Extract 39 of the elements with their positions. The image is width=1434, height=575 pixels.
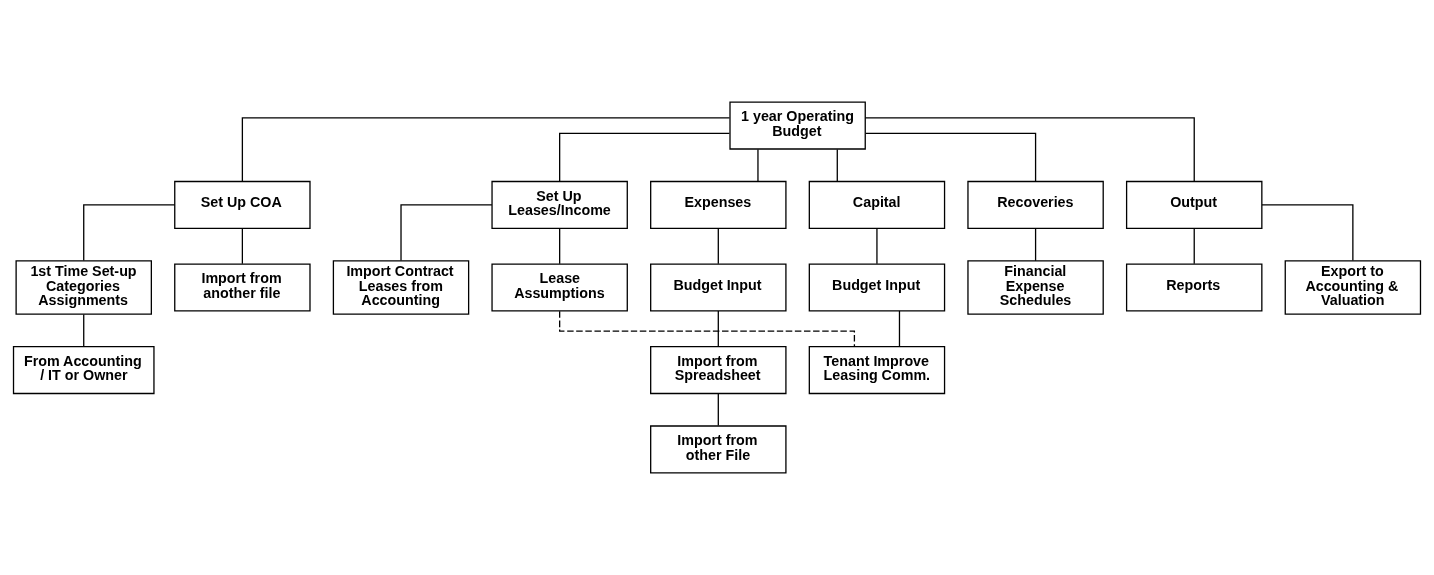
- connector: [83, 313, 85, 348]
- node-box: Output: [1125, 180, 1263, 229]
- node-box: Set Up COA: [174, 180, 311, 229]
- connector: [83, 204, 176, 262]
- node-box: 1st Time Set-up Categories Assignments: [15, 260, 152, 315]
- node-box: Reports: [1125, 263, 1263, 312]
- node-box: Tenant Improve Leasing Comm.: [808, 346, 946, 395]
- node-box: Financial Expense Schedules: [967, 260, 1104, 315]
- connector: [1193, 227, 1195, 265]
- connector: [757, 148, 759, 182]
- node-box: From Accounting / IT or Owner: [12, 346, 155, 395]
- connector: [241, 227, 244, 265]
- node-box: Import from other File: [650, 425, 787, 474]
- node-box: Budget Input: [808, 263, 946, 312]
- connector: [898, 310, 901, 347]
- node-box: Capital: [808, 180, 946, 229]
- connector: [400, 204, 493, 262]
- connector: [836, 148, 838, 182]
- connector: [1261, 204, 1354, 262]
- connector: [717, 393, 719, 427]
- node-box: Import from another file: [174, 263, 311, 312]
- node-box: Import from Spreadsheet: [650, 346, 787, 395]
- node-box: Set Up Leases/Income: [491, 180, 628, 229]
- node-box: Lease Assumptions: [491, 263, 628, 312]
- connector: [559, 132, 731, 183]
- connector: [865, 132, 1037, 183]
- connector: [876, 227, 878, 265]
- connector: [559, 227, 561, 265]
- connector: [1034, 227, 1037, 262]
- node-box: Budget Input: [650, 263, 787, 312]
- node-box: 1 year Operating Budget: [729, 101, 866, 150]
- node-box: Import Contract Leases from Accounting: [332, 260, 470, 315]
- connector: [717, 227, 719, 265]
- node-box: Recoveries: [967, 180, 1104, 229]
- connector: [241, 117, 731, 182]
- connector: [717, 310, 719, 347]
- node-box: Export to Accounting & Valuation: [1284, 260, 1422, 315]
- node-box: Expenses: [650, 180, 787, 229]
- connector: [864, 117, 1195, 182]
